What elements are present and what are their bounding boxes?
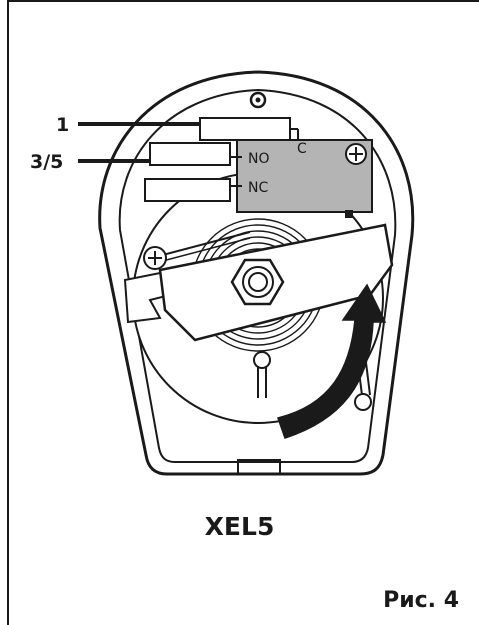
slot-pin	[253, 351, 271, 398]
left-screw-icon	[143, 246, 167, 270]
switch-screw-icon	[345, 143, 367, 165]
connector-common	[199, 117, 291, 141]
hex-nut-icon	[230, 258, 285, 306]
connector-nc	[144, 178, 231, 202]
spring-rod	[154, 231, 251, 258]
connector-no	[149, 142, 231, 166]
rotation-arrow-icon	[277, 283, 387, 439]
spring-rod-edge	[154, 237, 251, 264]
top-screw-hole-center	[255, 97, 261, 103]
wire-label-1: 1	[56, 114, 69, 136]
contact-label-c: C	[297, 141, 307, 157]
wire-label-35: 3/5	[30, 151, 63, 173]
model-label: XEL5	[204, 512, 275, 541]
switch-tab	[345, 210, 353, 218]
contact-label-no: NO	[248, 151, 270, 167]
figure-caption: Рис. 4	[383, 588, 459, 613]
bottom-notch	[237, 459, 281, 474]
contact-label-nc: NC	[248, 180, 268, 196]
